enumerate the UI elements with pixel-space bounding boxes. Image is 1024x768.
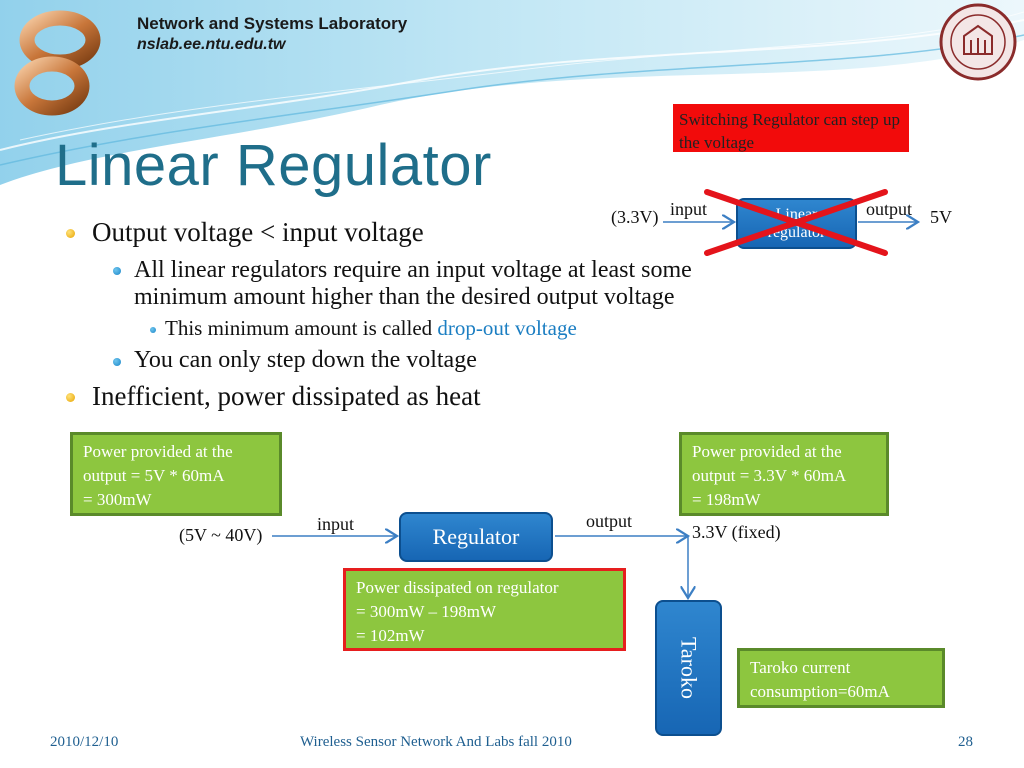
top-input-voltage: (3.3V) — [611, 207, 659, 227]
bottom-output-label: output — [586, 511, 633, 531]
top-input-label: input — [670, 199, 708, 219]
power-output-line3: = 198mW — [692, 490, 761, 509]
dropout-voltage-term: drop-out voltage — [437, 316, 577, 340]
lab-logo-icon — [14, 10, 101, 116]
power-dissipated-box: Power dissipated on regulator = 300mW – … — [343, 568, 626, 651]
bottom-output-voltage: 3.3V (fixed) — [692, 522, 781, 542]
power-input-line3: = 300mW — [83, 490, 152, 509]
bullet-level2-step-down: You can only step down the voltage — [134, 347, 477, 373]
power-output-line2: output = 3.3V * 60mA — [692, 466, 847, 485]
top-output-voltage: 5V — [930, 207, 952, 227]
bullet-marker — [150, 327, 156, 333]
bullet-marker — [113, 358, 121, 366]
bottom-input-label: input — [317, 514, 355, 534]
bullet-marker — [66, 393, 75, 402]
lab-url: nslab.ee.ntu.edu.tw — [137, 36, 286, 53]
bullet-level1-inefficient: Inefficient, power dissipated as heat — [92, 381, 481, 411]
taroko-label: Taroko — [676, 637, 702, 699]
bullet-level2-line2: minimum amount higher than the desired o… — [134, 284, 675, 310]
dropout-prefix: This minimum amount is called — [165, 316, 438, 340]
footer-course: Wireless Sensor Network And Labs fall 20… — [300, 734, 572, 750]
bullet-marker — [66, 229, 75, 238]
lab-name: Network and Systems Laboratory — [137, 14, 408, 33]
power-input-line1: Power provided at the — [83, 442, 233, 461]
regulator-box: Regulator — [399, 512, 553, 562]
bullet-marker — [113, 267, 121, 275]
top-output-label: output — [866, 199, 913, 219]
power-input-box: Power provided at the output = 5V * 60mA… — [70, 432, 282, 516]
switching-regulator-note: Switching Regulator can step up the volt… — [673, 104, 909, 152]
power-output-box: Power provided at the output = 3.3V * 60… — [679, 432, 889, 516]
slide-title: Linear Regulator — [55, 133, 492, 198]
cross-out-line-2 — [704, 189, 888, 256]
power-output-line1: Power provided at the — [692, 442, 842, 461]
dissipated-line1: Power dissipated on regulator — [356, 578, 559, 597]
footer-date: 2010/12/10 — [50, 734, 119, 750]
bullet-level3-dropout: This minimum amount is called drop-out v… — [165, 316, 577, 341]
dissipated-line3: = 102mW — [356, 626, 425, 645]
dissipated-line2: = 300mW – 198mW — [356, 602, 497, 621]
power-input-line2: output = 5V * 60mA — [83, 466, 225, 485]
consumption-line1: Taroko current — [750, 658, 851, 677]
bullet-level1-output-voltage: Output voltage < input voltage — [92, 217, 424, 247]
university-seal-icon — [939, 3, 1017, 81]
taroko-device-box: Taroko — [655, 600, 722, 736]
bullet-level2-line1: All linear regulators require an input v… — [134, 257, 692, 283]
consumption-line2: consumption=60mA — [750, 682, 890, 701]
consumption-box: Taroko current consumption=60mA — [737, 648, 945, 708]
bottom-input-range: (5V ~ 40V) — [179, 525, 263, 545]
footer-page-number: 28 — [958, 734, 973, 750]
